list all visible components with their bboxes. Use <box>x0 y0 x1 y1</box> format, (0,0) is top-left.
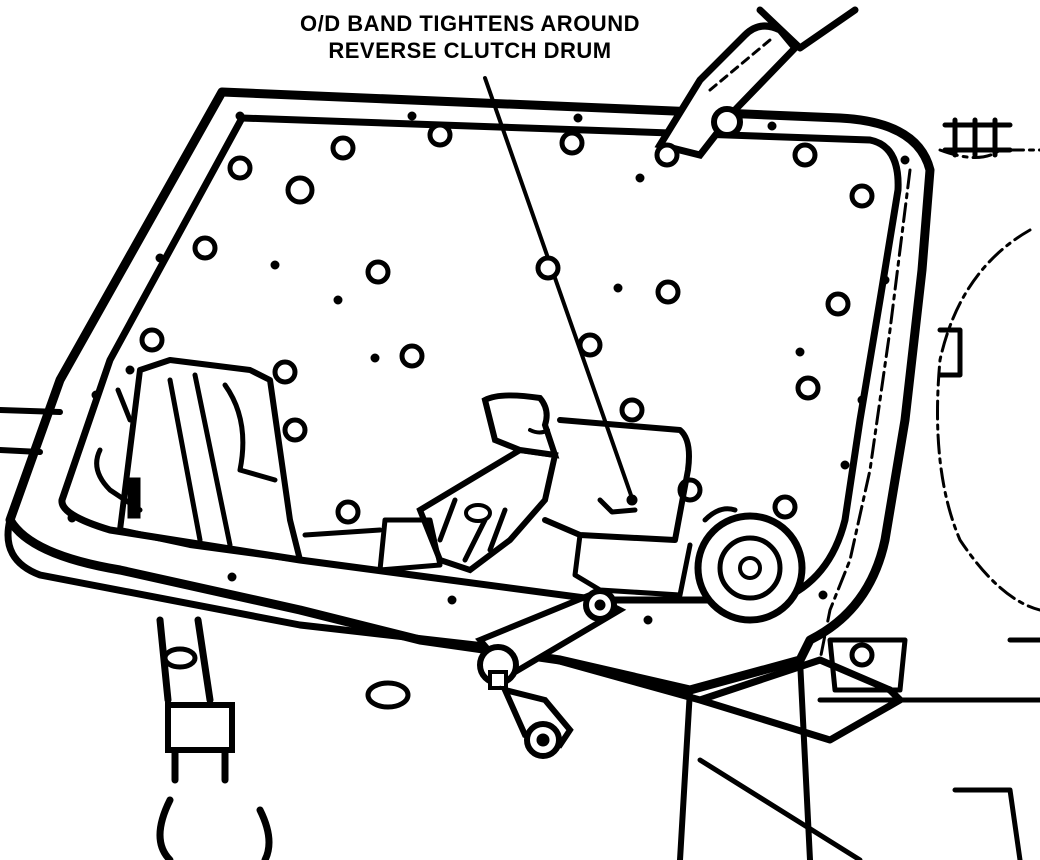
valve-body-holes <box>270 173 805 363</box>
valve-body-bolts <box>139 122 875 668</box>
callout-label: O/D BAND TIGHTENS AROUND REVERSE CLUTCH … <box>230 10 710 64</box>
servo-housing <box>94 357 303 563</box>
od-band-servo <box>302 417 693 598</box>
reverse-clutch-drum <box>694 506 806 624</box>
shift-rod-top <box>654 6 859 168</box>
case-hidden-outline <box>818 148 1040 662</box>
callout-leader-line <box>483 76 634 500</box>
flange-bolt-holes <box>67 111 910 625</box>
callout-leader-tip <box>626 494 638 506</box>
detent-plate <box>416 392 560 574</box>
callout-line-2: REVERSE CLUTCH DRUM <box>328 38 612 63</box>
shift-rod-bottom <box>156 616 273 860</box>
cable-clip <box>937 117 1013 378</box>
callout-line-1: O/D BAND TIGHTENS AROUND <box>300 11 640 36</box>
manual-linkage <box>365 588 627 759</box>
